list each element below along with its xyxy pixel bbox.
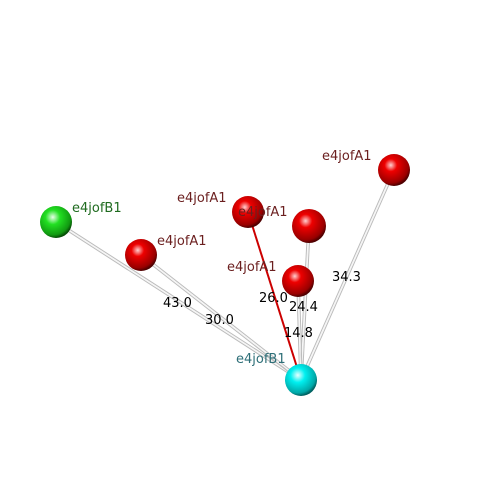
- labels-layer: e4jofB1 e4jofB1 e4jofA1 e4jofA1 e4jofA1 e4jof…: [72, 149, 372, 367]
- distance-bond-r1[interactable]: [139, 253, 303, 382]
- atom-sphere-r3[interactable]: [292, 209, 326, 243]
- atom-sphere-r4[interactable]: [282, 265, 314, 297]
- atom-sphere-r2[interactable]: [232, 196, 264, 228]
- distance-label-r2: 26.0: [259, 291, 288, 306]
- distance-label-r1: 30.0: [205, 313, 234, 328]
- distance-bond-green[interactable]: [55, 220, 302, 382]
- distance-label-r5: 34.3: [332, 270, 361, 285]
- distance-bond-r5[interactable]: [299, 169, 396, 381]
- distance-label-green: 43.0: [163, 296, 192, 311]
- atom-sphere-r1[interactable]: [125, 239, 157, 271]
- atom-sphere-r5[interactable]: [378, 154, 410, 186]
- atom-label-r4: e4jofA1: [227, 260, 277, 275]
- atom-sphere-center[interactable]: [285, 364, 317, 396]
- atoms-layer: [40, 154, 410, 396]
- atom-label-r2: e4jofA1: [177, 191, 227, 206]
- atom-label-r5: e4jofA1: [322, 149, 372, 164]
- atom-label-r3: e4jofA1: [238, 205, 288, 220]
- distance-bond-r4[interactable]: [296, 280, 303, 381]
- bonds-layer: [55, 169, 396, 382]
- distance-label-r3: 24.4: [289, 300, 318, 315]
- distance-bond-r2[interactable]: [247, 211, 302, 381]
- atom-label-r1: e4jofA1: [157, 234, 207, 249]
- atom-label-center: e4jofB1: [236, 352, 286, 367]
- atom-label-green: e4jofB1: [72, 201, 122, 216]
- atom-sphere-green[interactable]: [40, 206, 72, 238]
- distance-label-r4: 14.8: [284, 326, 313, 341]
